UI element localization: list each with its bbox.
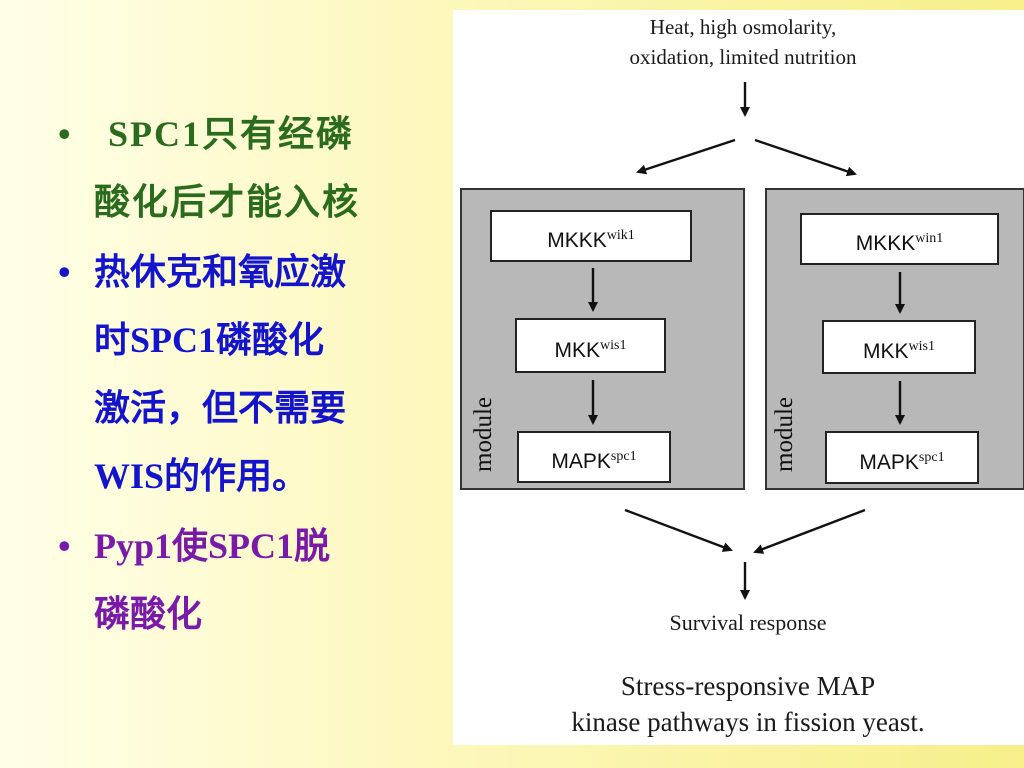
bullet-dot: •: [58, 114, 73, 154]
kinase-gene: wis1: [600, 338, 627, 353]
kinase-name: MKKK: [547, 229, 607, 252]
kinase-gene: spc1: [918, 450, 945, 465]
arrow-split-right: [754, 138, 857, 177]
pathway-diagram: Heat, high osmolarity, oxidation, limite…: [453, 10, 1024, 745]
bullet-line: 时SPC1磷酸化: [94, 320, 325, 360]
stimulus-label: Heat, high osmolarity, oxidation, limite…: [453, 12, 1024, 72]
kinase-gene: wis1: [908, 339, 935, 354]
bullet-line: 磷酸化: [94, 594, 203, 634]
kinase-gene: win1: [915, 231, 944, 246]
caption-line-2: kinase pathways in fission yeast.: [571, 707, 925, 737]
arrow-merge-left: [624, 508, 733, 552]
bullet-line: 激活，但不需要: [94, 388, 347, 428]
kinase-name: MKK: [554, 339, 601, 362]
bullet-line: 热休克和氧应激: [94, 252, 347, 292]
bullet-item-1: • SPC1只有经磷 酸化后才能入核: [58, 100, 438, 236]
kinase-name: MKKK: [855, 232, 916, 255]
bullet-line: 酸化后才能入核: [94, 182, 361, 222]
arrow-merge-right: [753, 508, 866, 554]
mkk-wis1-box-right: MKKwis1: [822, 320, 976, 374]
stimulus-line-1: Heat, high osmolarity,: [649, 15, 837, 39]
caption-line-1: Stress-responsive MAP: [620, 671, 876, 701]
mkk-wis1-box-left: MKKwis1: [515, 318, 666, 373]
bullet-dot: •: [58, 252, 71, 292]
bullet-line: SPC1只有经磷: [108, 114, 355, 154]
bullet-line: Pyp1使SPC1脱: [94, 526, 331, 566]
mapk-spc1-box-left: MAPKspc1: [517, 431, 671, 483]
kinase-gene: wik1: [606, 228, 635, 243]
arrow-split-left: [636, 138, 736, 175]
kinase-name: MKK: [863, 340, 909, 363]
bullet-dot: •: [58, 526, 71, 566]
kinase-name: MAPK: [859, 451, 919, 474]
survival-response-label: Survival response: [669, 610, 827, 635]
mkkk-win1-box: MKKKwin1: [800, 213, 999, 265]
kinase-gene: spc1: [610, 449, 637, 464]
stimulus-line-2: oxidation, limited nutrition: [629, 45, 857, 69]
bullet-item-3: • Pyp1使SPC1脱 磷酸化: [58, 512, 438, 648]
bullet-list: • SPC1只有经磷 酸化后才能入核 • 热休克和氧应激 时SPC1磷酸化 激活…: [58, 100, 438, 650]
mkkk-wik1-box: MKKKwik1: [490, 210, 692, 262]
bullet-item-2: • 热休克和氧应激 时SPC1磷酸化 激活，但不需要 WIS的作用。: [58, 238, 438, 510]
figure-caption: Stress-responsive MAP kinase pathways in…: [453, 668, 1024, 740]
kinase-name: MAPK: [551, 450, 611, 473]
mapk-spc1-box-right: MAPKspc1: [825, 431, 979, 484]
arrow-layer: [588, 82, 905, 600]
bullet-line: WIS的作用。: [94, 456, 309, 496]
